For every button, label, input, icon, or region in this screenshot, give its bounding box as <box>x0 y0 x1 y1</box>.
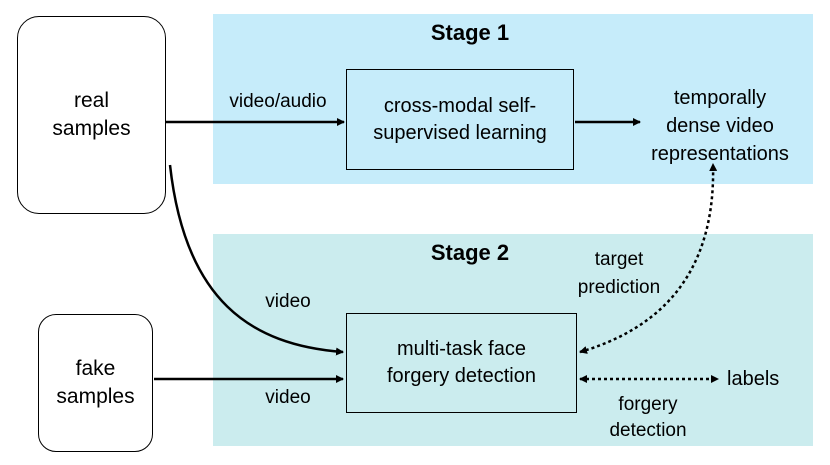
multitask-detection-box: multi-task face forgery detection <box>346 313 577 413</box>
real-samples-line2: samples <box>52 117 131 140</box>
representations-line3: representations <box>651 143 789 165</box>
representations-line1: temporally <box>673 87 767 109</box>
fake-samples-node: fake samples <box>38 314 153 452</box>
multitask-line1: multi-task face <box>397 338 526 360</box>
cross-modal-learning-box: cross-modal self- supervised learning <box>346 69 574 170</box>
real-samples-node: real samples <box>17 16 166 214</box>
forgery-detection-line2: detection <box>609 420 687 441</box>
edge-label-video-fake: video <box>265 387 311 408</box>
representations-node: temporally dense video representations <box>630 84 810 168</box>
real-samples-line1: real <box>73 89 109 112</box>
cross-modal-line2: supervised learning <box>373 121 547 144</box>
fake-samples-line2: samples <box>56 385 135 408</box>
representations-line2: dense video <box>666 115 774 137</box>
stage2-title: Stage 2 <box>430 240 510 265</box>
edge-label-target-prediction: target prediction <box>554 246 684 302</box>
stage1-panel <box>213 14 813 184</box>
edge-label-video-audio: video/audio <box>229 91 327 112</box>
fake-samples-line1: fake <box>75 357 116 380</box>
forgery-detection-line1: forgery <box>618 394 678 415</box>
target-prediction-line2: prediction <box>577 277 661 298</box>
edge-label-video-real: video <box>265 291 311 312</box>
edge-label-forgery-detection: forgery detection <box>583 392 713 444</box>
stage1-title: Stage 1 <box>430 20 510 45</box>
cross-modal-line1: cross-modal self- <box>383 94 537 117</box>
target-prediction-line1: target <box>594 249 644 270</box>
labels-node: labels <box>727 368 780 390</box>
multitask-line2: forgery detection <box>387 365 536 387</box>
